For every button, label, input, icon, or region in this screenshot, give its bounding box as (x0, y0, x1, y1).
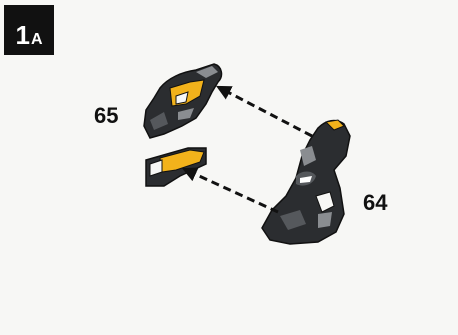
assembly-arrow-upper (220, 88, 312, 136)
part-64-hand (262, 120, 350, 244)
part-label-65: 65 (94, 103, 118, 129)
assembly-arrow-lower (186, 170, 278, 212)
part-65-claw (144, 64, 221, 138)
part-label-64: 64 (363, 190, 387, 216)
part-65-block (146, 148, 206, 186)
